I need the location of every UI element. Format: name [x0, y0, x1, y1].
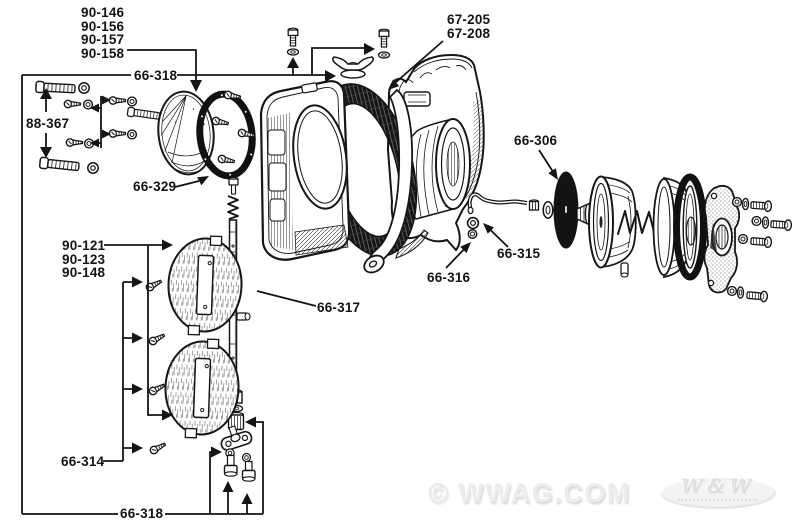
filter-plate-lower-drawing: [164, 338, 240, 439]
small-washer-nut-drawing: [466, 216, 480, 239]
part-label-88-367: 88-367: [26, 116, 70, 131]
part-label-67-208: 67-208: [447, 25, 491, 41]
leader-arrowheads: [40, 43, 558, 504]
part-label-66-317: 66-317: [317, 300, 361, 315]
part-label-group-90-top: 90-146 90-156 90-157 90-158: [81, 6, 124, 60]
cover-screws-drawing: [286, 27, 391, 59]
watermark-copyright: © WWAG.COM: [428, 478, 631, 508]
choke-wire-drawing: [467, 192, 528, 215]
part-label-66-314: 66-314: [61, 454, 105, 469]
ww-logo-tagline: [678, 499, 758, 501]
part-label-66-318-top: 66-318: [134, 68, 178, 83]
filter-plate-upper-drawing: [167, 235, 243, 336]
part-label-90-148: 90-148: [62, 265, 106, 280]
ww-logo-text: W&W: [680, 475, 756, 497]
bottom-bracket-hardware-drawing: [220, 425, 256, 482]
part-label-67-205: 67-205: [447, 12, 491, 27]
part-label-66-315: 66-315: [497, 246, 541, 261]
ww-logo-banner: [660, 477, 776, 509]
air-cleaner-backplate-drawing: [259, 80, 351, 261]
part-label-90-157: 90-157: [81, 32, 125, 47]
part-label-90-121: 90-121: [62, 238, 106, 253]
part-label-90-158: 90-158: [81, 45, 125, 61]
diaphragm-disc-drawing: [553, 171, 579, 249]
part-label-90-146: 90-146: [81, 5, 125, 20]
gasket-ring-drawing: [196, 90, 256, 180]
wing-nut-drawing: [332, 56, 374, 79]
leader-lines: [21, 40, 554, 515]
part-label-66-306: 66-306: [514, 133, 558, 148]
rear-drum-drawing: [652, 173, 707, 281]
part-label-90-123: 90-123: [62, 251, 106, 267]
front-drum-drawing: [588, 175, 637, 278]
ww-logo: W&W: [660, 471, 776, 515]
part-label-90-156: 90-156: [81, 18, 125, 34]
support-strap-drawing: [363, 88, 414, 274]
wire-nut-washer-drawing: [528, 199, 554, 219]
part-label-group-67: 67-205 67-208: [447, 13, 490, 40]
part-label-66-329: 66-329: [133, 179, 177, 194]
part-label-group-90-mid: 90-121 90-123 90-148: [62, 239, 105, 280]
part-label-66-318-bottom: 66-318: [120, 506, 164, 521]
part-label-66-316: 66-316: [427, 270, 471, 285]
